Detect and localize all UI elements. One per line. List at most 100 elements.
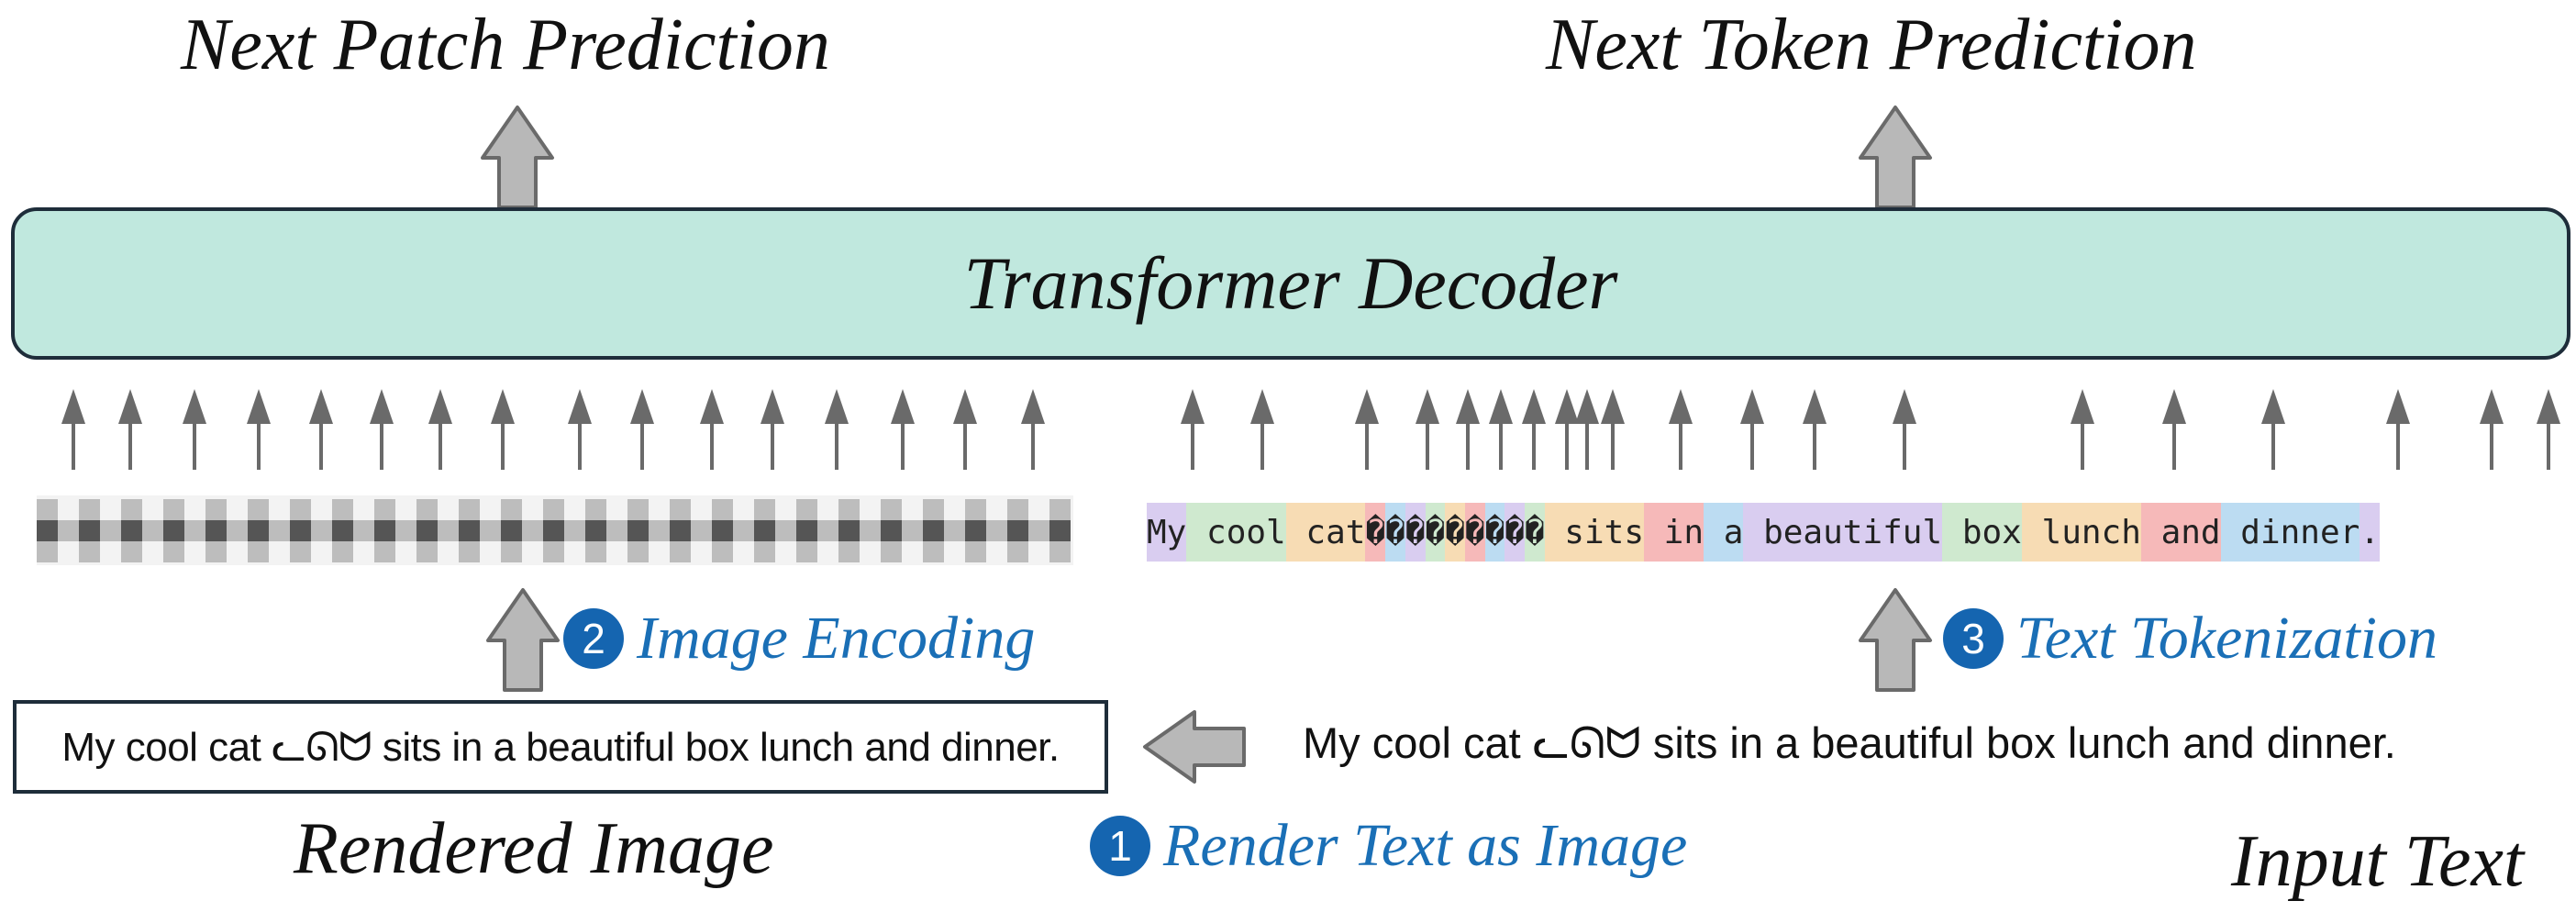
patch-cell — [754, 499, 775, 520]
patch-cell — [1007, 499, 1028, 520]
patch-cell — [438, 541, 459, 562]
patch-cell — [438, 520, 459, 541]
patch-cell — [817, 541, 838, 562]
patch-cell — [923, 520, 944, 541]
patch-cell — [395, 541, 416, 562]
patch-cell — [79, 499, 100, 520]
patch-cell — [923, 541, 944, 562]
patch-arrow-12 — [825, 389, 849, 470]
token-arrow-3 — [1416, 389, 1439, 470]
patch-cell — [416, 520, 438, 541]
patch-cell — [796, 499, 817, 520]
patch-cell — [670, 541, 691, 562]
patch-cell — [986, 541, 1007, 562]
patch-cell — [205, 499, 227, 520]
patch-cell — [100, 541, 121, 562]
patch-cell — [606, 541, 627, 562]
token-arrow-13 — [1893, 389, 1916, 470]
patch-cell — [374, 520, 395, 541]
block-arrow-image-encoding — [486, 588, 560, 692]
patch-cell — [480, 499, 501, 520]
patch-cell — [627, 499, 649, 520]
patch-cell — [986, 520, 1007, 541]
step-3-badge: 3 — [1943, 607, 2004, 669]
transformer-decoder: Transformer Decoder — [11, 207, 2570, 360]
block-arrow-next-patch — [481, 106, 554, 209]
token-17: box — [1942, 503, 2022, 562]
patch-cell — [79, 520, 100, 541]
patch-cell — [606, 520, 627, 541]
patch-cell — [733, 520, 754, 541]
token-arrow-5 — [1489, 389, 1513, 470]
patch-cell — [649, 499, 670, 520]
patch-cell — [184, 499, 205, 520]
token-10: � — [1484, 503, 1505, 562]
patch-cell — [733, 499, 754, 520]
token-6: � — [1405, 503, 1426, 562]
patch-cell — [733, 541, 754, 562]
patch-cell — [712, 499, 733, 520]
patch-cell — [1007, 520, 1028, 541]
token-20: dinner — [2220, 503, 2360, 562]
step-2-badge: 2 — [563, 607, 624, 669]
patch-cell — [332, 499, 353, 520]
patch-arrow-7 — [491, 389, 515, 470]
token-7: � — [1425, 503, 1446, 562]
token-arrow-10 — [1669, 389, 1693, 470]
input-text-label: Input Text — [2231, 821, 2525, 902]
patch-cell — [902, 541, 923, 562]
patch-arrow-5 — [370, 389, 394, 470]
patch-cell — [311, 499, 332, 520]
patch-cell — [58, 520, 79, 541]
patch-cell — [1028, 541, 1049, 562]
token-19: and — [2140, 503, 2221, 562]
token-arrow-18 — [2480, 389, 2504, 470]
patch-cell — [838, 541, 860, 562]
patch-cell — [37, 541, 58, 562]
token-9: � — [1464, 503, 1485, 562]
patch-cell — [902, 520, 923, 541]
patch-cell — [353, 520, 374, 541]
patch-cell — [543, 499, 564, 520]
token-4: � — [1365, 503, 1386, 562]
patch-cell — [121, 520, 142, 541]
patch-cell — [269, 541, 290, 562]
patch-cell — [986, 499, 1007, 520]
patch-cell — [775, 520, 796, 541]
next-token-prediction-label: Next Token Prediction — [1546, 5, 2197, 85]
patch-cell — [311, 541, 332, 562]
patch-cell — [459, 520, 480, 541]
patch-arrow-15 — [1021, 389, 1045, 470]
patch-cell — [311, 520, 332, 541]
patch-cell — [374, 499, 395, 520]
image-patches — [37, 495, 1073, 565]
next-patch-prediction-label: Next Patch Prediction — [181, 5, 830, 85]
patch-cell — [227, 499, 248, 520]
patch-cell — [564, 520, 585, 541]
patch-arrow-1 — [118, 389, 142, 470]
patch-cell — [332, 541, 353, 562]
patch-cell — [416, 499, 438, 520]
patch-cell — [100, 499, 121, 520]
patch-cell — [902, 499, 923, 520]
patch-cell — [944, 499, 965, 520]
token-arrow-6 — [1522, 389, 1546, 470]
patch-cell — [627, 520, 649, 541]
patch-cell — [1049, 520, 1071, 541]
patch-cell — [501, 520, 522, 541]
patch-cell — [290, 520, 311, 541]
patch-cell — [79, 541, 100, 562]
patch-cell — [965, 499, 986, 520]
patch-cell — [691, 541, 712, 562]
patch-cell — [227, 520, 248, 541]
patch-cell — [944, 520, 965, 541]
patch-cell — [670, 520, 691, 541]
patch-arrow-4 — [309, 389, 333, 470]
patch-cell — [712, 520, 733, 541]
patch-cell — [585, 541, 606, 562]
patch-cell — [796, 520, 817, 541]
patch-cell — [184, 520, 205, 541]
patch-cell — [860, 520, 881, 541]
token-arrow-14 — [2071, 389, 2094, 470]
